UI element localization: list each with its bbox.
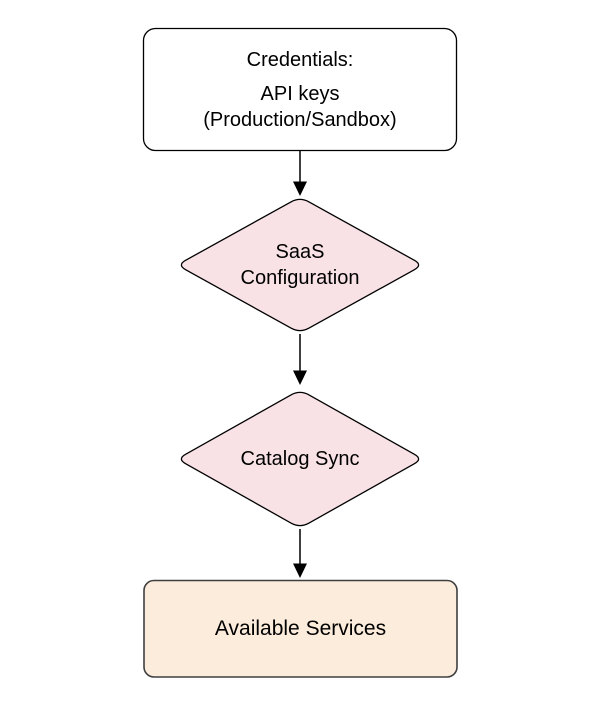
arrow-credentials-to-saas-head (293, 181, 307, 196)
node-available-services-shape (143, 579, 458, 678)
node-catalog-sync-shape (180, 391, 420, 527)
arrow-catalog-to-available-head (293, 563, 307, 578)
node-saas-configuration-shape (180, 198, 420, 332)
arrow-saas-to-catalog-head (293, 370, 307, 385)
node-credentials-shape (142, 27, 458, 152)
